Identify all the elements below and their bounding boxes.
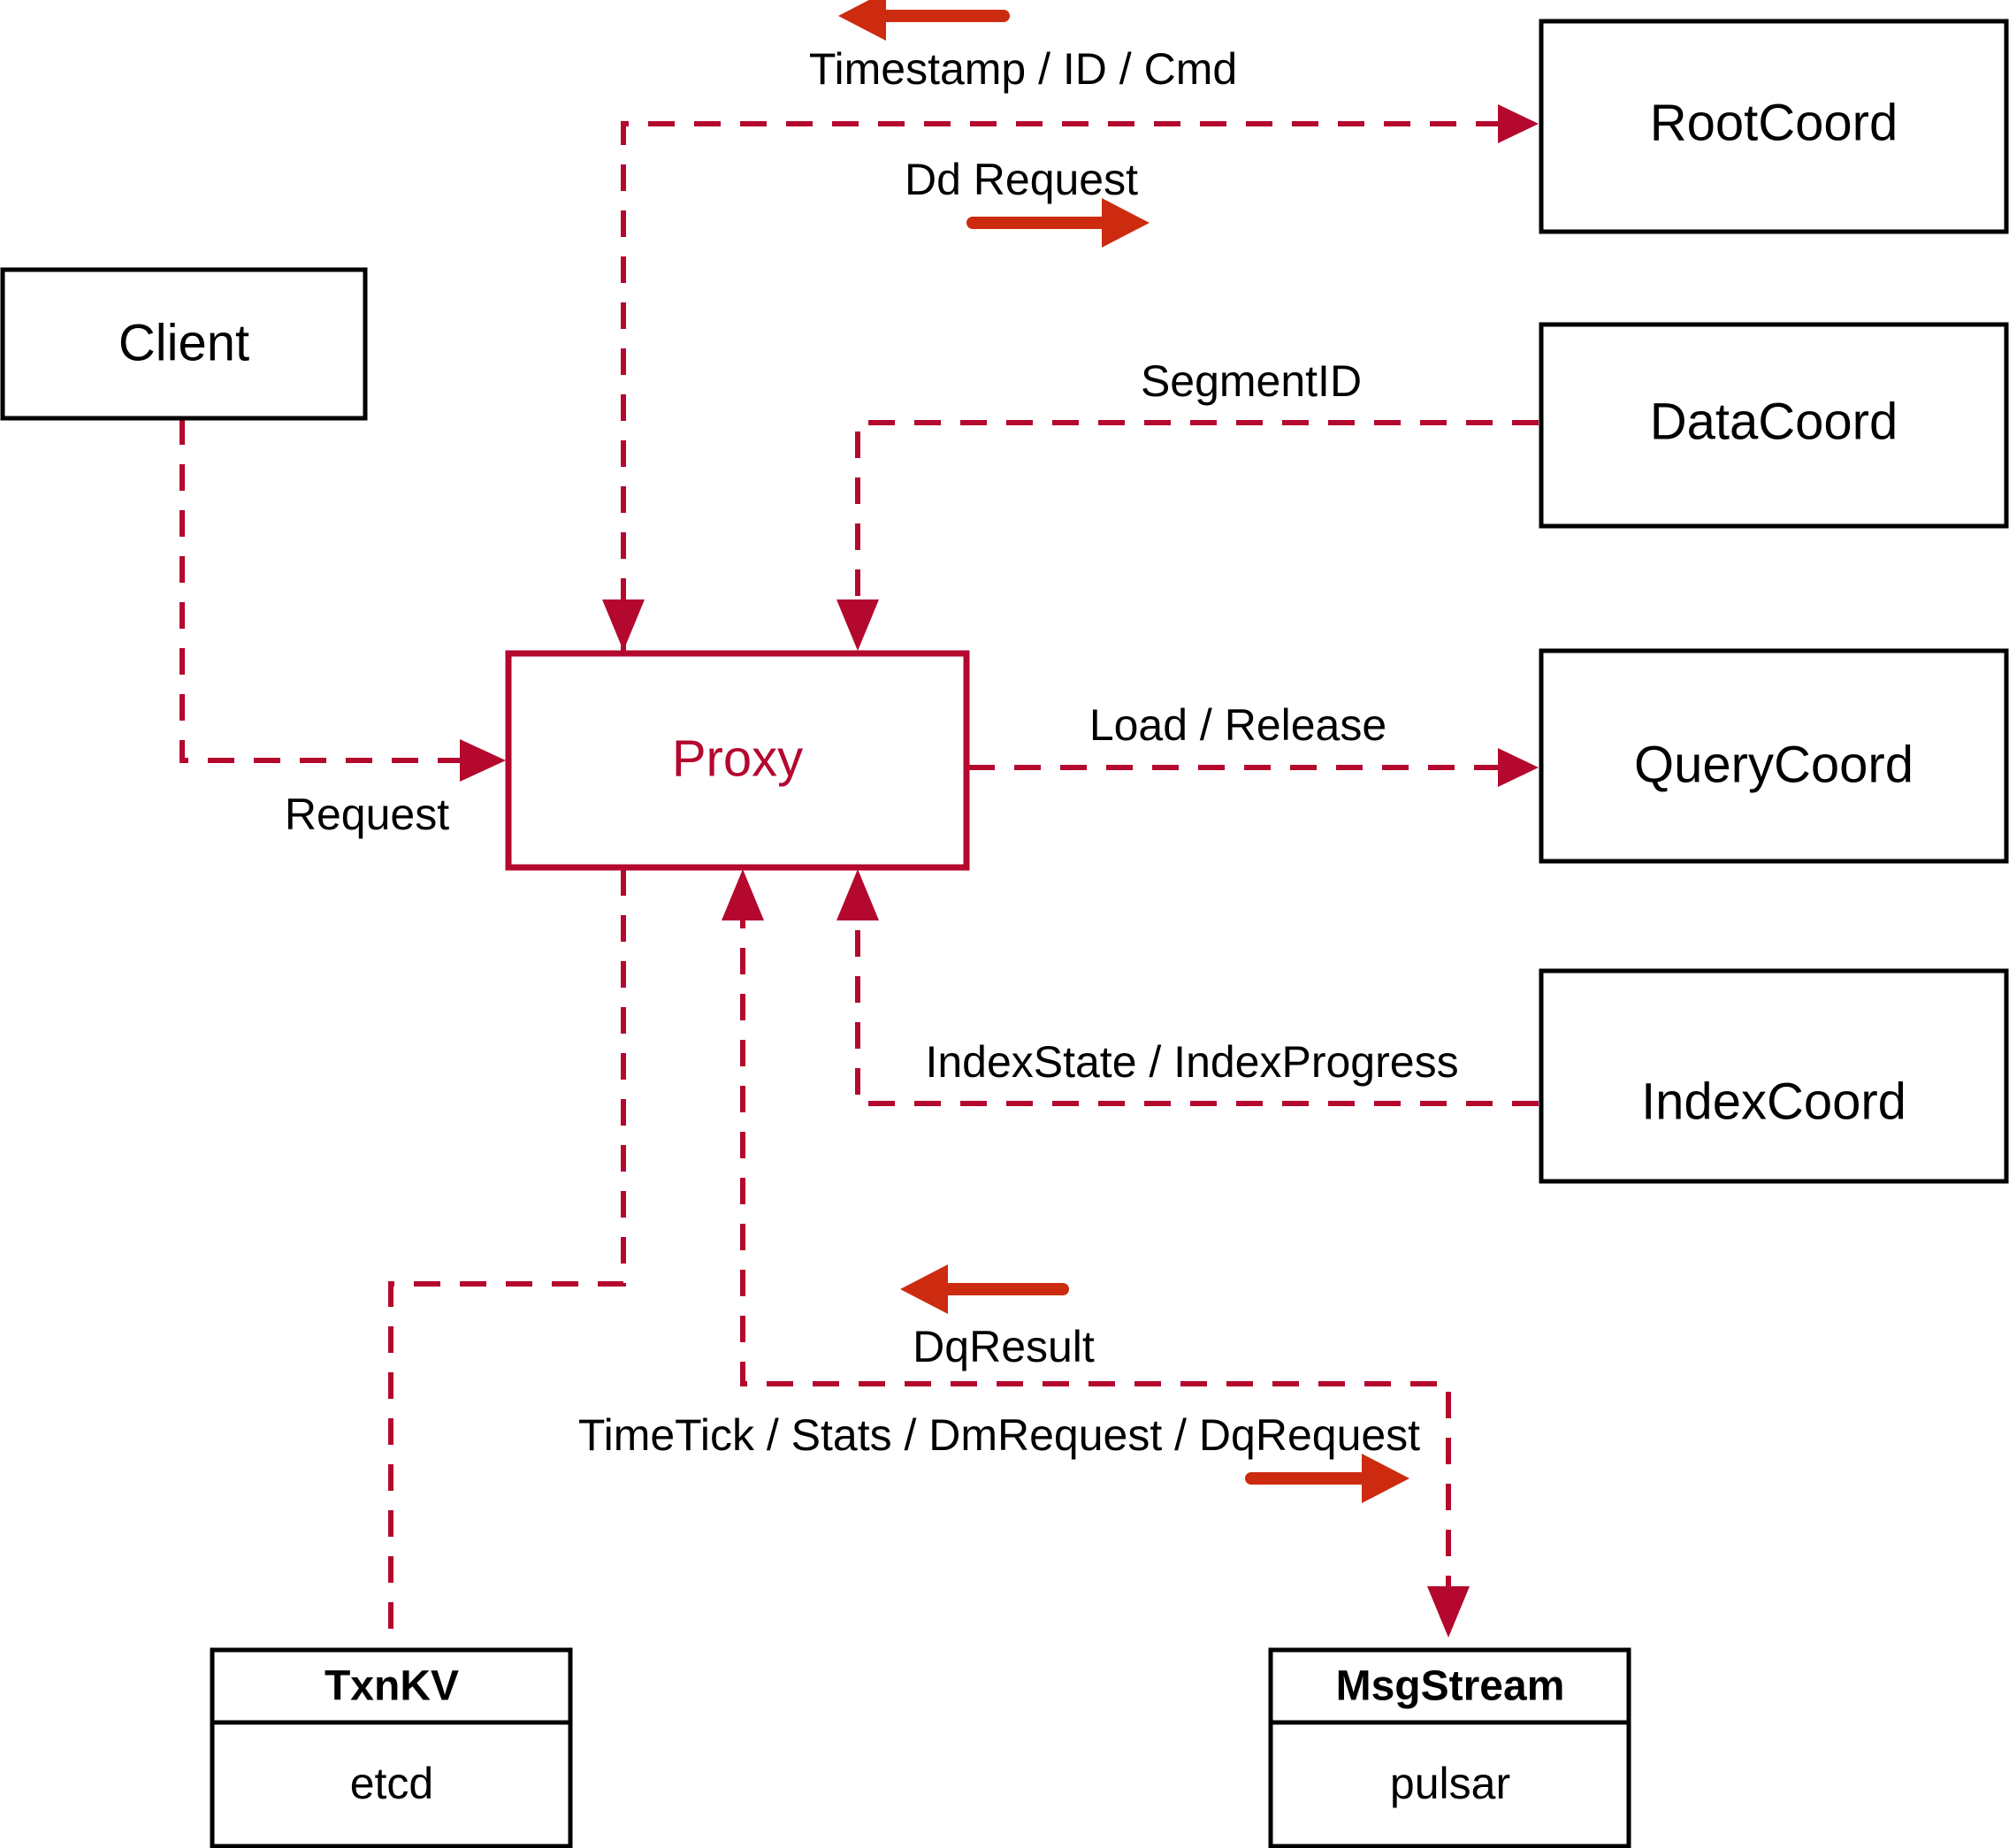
flow-proxy-msgstream [722, 869, 1470, 1638]
arrow-head-left [838, 0, 886, 41]
node-txnkv[interactable]: TxnKV etcd [210, 1647, 573, 1848]
client-box[interactable] [0, 267, 368, 421]
node-indexcoord[interactable]: IndexCoord [1539, 968, 2009, 1184]
arrow-head-right [1102, 198, 1150, 248]
flow-line-txnkv [388, 869, 626, 1647]
indexcoord-label: IndexCoord [1641, 1073, 1906, 1130]
flow-proxy-rootcoord [602, 104, 1539, 651]
flow-arrowhead-proxy-from-indexcoord [836, 869, 879, 920]
edge-label-segment-id: SegmentID [1141, 356, 1362, 406]
flow-arrowhead-rootcoord [1498, 104, 1539, 143]
datacoord-box[interactable] [1539, 322, 2009, 529]
node-querycoord[interactable]: QueryCoord [1539, 648, 2009, 864]
flow-client-proxy [180, 418, 506, 782]
flow-line-client [180, 418, 474, 763]
rootcoord-label: RootCoord [1650, 94, 1898, 151]
arrow-head-right [1362, 1454, 1409, 1503]
flow-line-rootcoord [621, 121, 1508, 651]
proxy-box[interactable] [505, 650, 970, 871]
flow-datacoord-proxy [836, 420, 1539, 651]
flow-proxy-querycoord [968, 748, 1539, 787]
arrow-head-left [900, 1264, 948, 1314]
edge-label-load-release: Load / Release [1089, 700, 1386, 750]
direction-arrow-dqresult [900, 1264, 1069, 1314]
node-datacoord[interactable]: DataCoord [1539, 322, 2009, 529]
flow-arrowhead-proxy-from-datacoord [836, 599, 879, 651]
proxy-label: Proxy [672, 729, 803, 787]
indexcoord-box[interactable] [1539, 968, 2009, 1184]
flow-proxy-txnkv [388, 869, 626, 1647]
flow-arrowhead-proxy-from-client [460, 739, 506, 782]
client-label: Client [118, 314, 249, 371]
node-msgstream[interactable]: MsgStream pulsar [1268, 1647, 1631, 1848]
edge-label-dq-result: DqResult [913, 1322, 1095, 1371]
flow-indexcoord-proxy [836, 869, 1539, 1106]
msgstream-body-label: pulsar [1390, 1759, 1510, 1808]
flow-line-datacoord [855, 420, 1539, 619]
edge-label-dd-request: Dd Request [905, 155, 1138, 204]
direction-arrow-dd-request [966, 198, 1150, 248]
node-proxy[interactable]: Proxy [505, 650, 970, 871]
edge-label-timetick-stats: TimeTick / Stats / DmRequest / DqRequest [578, 1410, 1420, 1460]
msgstream-box[interactable] [1268, 1647, 1631, 1848]
flow-arrowhead-querycoord [1498, 748, 1539, 787]
datacoord-label: DataCoord [1650, 393, 1898, 450]
direction-arrow-timetick [1245, 1454, 1409, 1503]
txnkv-header-label: TxnKV [325, 1663, 459, 1710]
rootcoord-box[interactable] [1539, 19, 2009, 234]
flow-arrowhead-proxy-from-msgstream [722, 869, 764, 920]
edge-label-timestamp-id-cmd: Timestamp / ID / Cmd [809, 44, 1237, 94]
flow-arrowhead-proxy-from-rootcoord [602, 599, 645, 651]
flow-line-msgstream [740, 902, 1451, 1592]
flow-arrowhead-msgstream [1427, 1586, 1470, 1638]
querycoord-label: QueryCoord [1634, 736, 1914, 793]
node-rootcoord[interactable]: RootCoord [1539, 19, 2009, 234]
txnkv-body-label: etcd [350, 1759, 434, 1808]
node-client[interactable]: Client [0, 267, 368, 421]
edge-label-request: Request [285, 790, 449, 839]
txnkv-box[interactable] [210, 1647, 573, 1848]
querycoord-box[interactable] [1539, 648, 2009, 864]
msgstream-header-label: MsgStream [1336, 1663, 1565, 1710]
edge-label-index-state-progress: IndexState / IndexProgress [925, 1037, 1458, 1087]
direction-arrow-timestamp [838, 0, 1010, 41]
